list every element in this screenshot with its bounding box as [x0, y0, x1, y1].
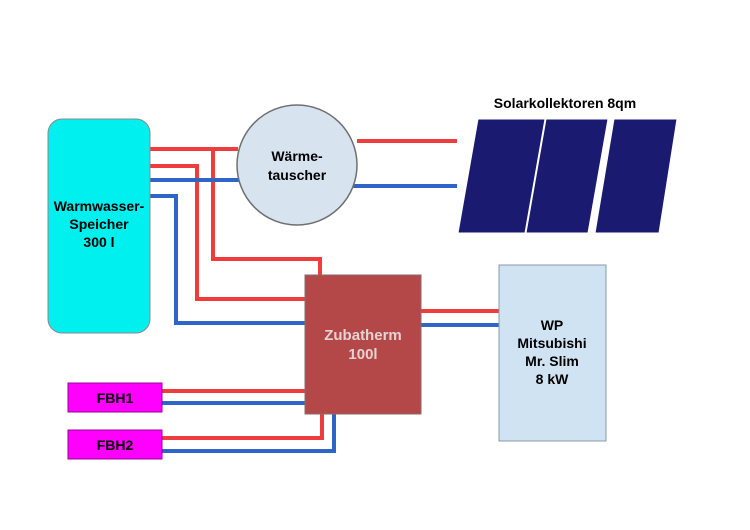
floor-heating-1: FBH1	[67, 382, 163, 413]
buffer-tank-label-line2: 100l	[348, 346, 377, 363]
floor-heating-1-label: FBH1	[97, 390, 134, 406]
heat-pump: WP Mitsubishi Mr. Slim 8 kW	[498, 264, 607, 442]
hot-pipe-tank-to-buffer	[138, 164, 305, 301]
hot-water-tank-body	[47, 118, 151, 334]
buffer-tank: Zubatherm 100l	[304, 274, 422, 415]
hot-pipe-exchanger-to-buffer	[211, 149, 322, 275]
solar-collectors: Solarkollektoren 8qm	[457, 95, 678, 234]
floor-heating-2-box	[67, 429, 163, 460]
solar-collectors-label: Solarkollektoren 8qm	[494, 95, 636, 111]
floor-heating-2: FBH2	[67, 429, 163, 460]
solar-panel-icon	[525, 118, 609, 234]
heat-exchanger-label-line1: Wärme-	[271, 148, 323, 164]
heat-exchanger-label-line2: tauscher	[268, 167, 327, 183]
heat-exchanger-body	[236, 104, 358, 226]
heat-pump-label-line2: Mitsubishi	[517, 335, 586, 351]
hot-water-tank: Warmwasser- Speicher 300 l	[47, 118, 151, 334]
heat-pump-body	[498, 264, 607, 442]
tank-label-line2: Speicher	[69, 216, 129, 232]
buffer-tank-label-line1: Zubatherm	[324, 327, 402, 344]
pipes	[138, 139, 513, 453]
heat-exchanger: Wärme- tauscher	[236, 104, 358, 226]
buffer-tank-body	[304, 274, 422, 415]
hot-pipe-fbh2	[162, 414, 324, 440]
tank-label-line3: 300 l	[83, 234, 114, 250]
cold-pipe-tank-to-buffer	[138, 194, 305, 325]
heat-pump-label-line4: 8 kW	[536, 371, 569, 387]
heat-pump-label-line1: WP	[541, 317, 564, 333]
solar-panel-icon	[594, 118, 678, 234]
floor-heating-1-box	[67, 382, 163, 413]
solar-panel-icon	[457, 118, 546, 234]
cold-pipe-fbh2	[162, 414, 336, 453]
floor-heating-2-label: FBH2	[97, 437, 134, 453]
heat-pump-label-line3: Mr. Slim	[525, 353, 579, 369]
tank-label-line1: Warmwasser-	[54, 198, 145, 214]
